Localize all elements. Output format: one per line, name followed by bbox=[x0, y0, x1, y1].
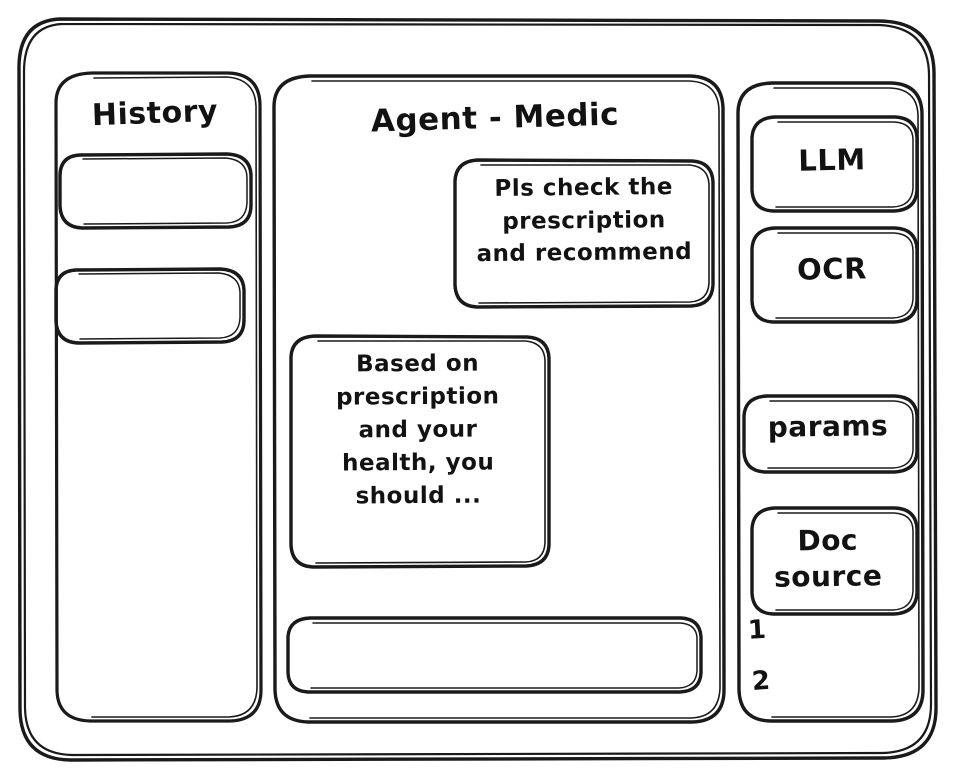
agent-message-text: Based on prescription and your health, y… bbox=[335, 350, 500, 510]
tool-doc-source-label: Doc source bbox=[773, 523, 883, 595]
history-item-2[interactable] bbox=[56, 269, 245, 344]
tool-ocr-label: OCR bbox=[796, 251, 868, 287]
tool-params-label: params bbox=[767, 409, 889, 444]
doc-source-item-2[interactable]: 2 bbox=[750, 665, 772, 698]
tool-llm-label: LLM bbox=[797, 142, 866, 178]
history-item-1[interactable] bbox=[60, 154, 252, 229]
message-input[interactable] bbox=[288, 618, 702, 693]
doc-source-item-1[interactable]: 1 bbox=[747, 614, 768, 646]
user-message-text: Pls check the prescription and recommend bbox=[476, 174, 693, 268]
